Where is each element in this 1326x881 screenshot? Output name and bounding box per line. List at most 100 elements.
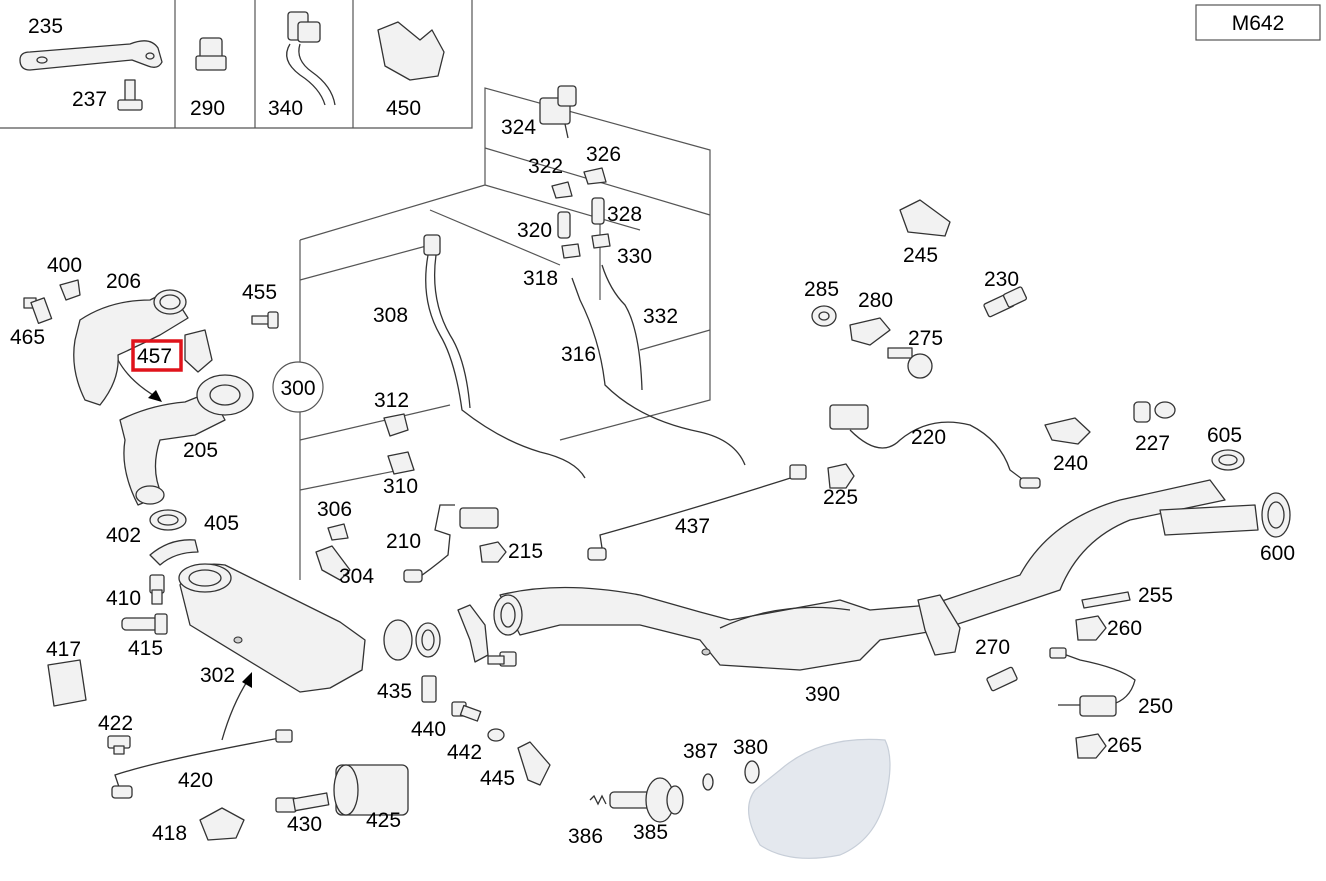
clip-418-icon[interactable]	[199, 807, 245, 841]
label-465[interactable]: 465	[10, 326, 45, 349]
sensor-220-icon[interactable]	[829, 404, 1041, 489]
bolt-440-icon[interactable]	[451, 701, 482, 722]
clamp-600-icon[interactable]	[1261, 492, 1291, 538]
clip-310-icon[interactable]	[387, 451, 415, 475]
clip-290-icon[interactable]	[195, 37, 227, 71]
label-440[interactable]: 440	[411, 718, 446, 741]
nut-285-icon[interactable]	[811, 305, 837, 327]
nut-306-icon[interactable]	[327, 523, 349, 541]
label-306[interactable]: 306	[317, 498, 352, 521]
clamp-227-icon[interactable]	[1133, 401, 1176, 423]
clamp-405-middle-icon[interactable]	[457, 604, 489, 663]
nut-215-icon[interactable]	[479, 541, 507, 563]
label-318[interactable]: 318	[523, 267, 558, 290]
clamp-318-icon[interactable]	[561, 243, 581, 259]
label-205[interactable]: 205	[183, 439, 218, 462]
bolt-237-icon[interactable]	[117, 79, 143, 111]
plate-435-icon[interactable]	[421, 675, 437, 703]
label-255[interactable]: 255	[1138, 584, 1173, 607]
label-435[interactable]: 435	[377, 680, 412, 703]
clip-280-icon[interactable]	[849, 317, 891, 346]
label-260[interactable]: 260	[1107, 617, 1142, 640]
label-285[interactable]: 285	[804, 278, 839, 301]
label-417[interactable]: 417	[46, 638, 81, 661]
label-322[interactable]: 322	[528, 155, 563, 178]
label-220[interactable]: 220	[911, 426, 946, 449]
clamp-326-icon[interactable]	[583, 167, 607, 185]
label-215[interactable]: 215	[508, 540, 543, 563]
gasket-402-middle-icon[interactable]	[383, 619, 441, 661]
label-405-left[interactable]: 405	[204, 512, 239, 535]
sensor-250-icon[interactable]	[1049, 647, 1136, 717]
label-227[interactable]: 227	[1135, 432, 1170, 455]
label-422[interactable]: 422	[98, 712, 133, 735]
gasket-402-left-icon[interactable]	[149, 509, 187, 531]
callout-300[interactable]: 300	[272, 361, 324, 413]
label-310[interactable]: 310	[383, 475, 418, 498]
label-418[interactable]: 418	[152, 822, 187, 845]
label-402-left[interactable]: 402	[106, 524, 141, 547]
label-302[interactable]: 302	[200, 664, 235, 687]
washer-442-icon[interactable]	[487, 728, 505, 742]
hose-328-icon[interactable]	[591, 197, 605, 225]
bracket-255-icon[interactable]	[1081, 591, 1131, 609]
connector-230-icon[interactable]	[983, 286, 1028, 318]
pipe-316[interactable]	[571, 277, 746, 466]
pipe-308[interactable]	[423, 234, 586, 479]
bracket-417-icon[interactable]	[47, 659, 87, 707]
label-442[interactable]: 442	[447, 741, 482, 764]
label-324[interactable]: 324	[501, 116, 536, 139]
valve-324-icon[interactable]	[539, 85, 577, 139]
hanger-bracket-390-icon[interactable]	[917, 594, 961, 656]
sensor-420-icon[interactable]	[111, 729, 293, 799]
label-390[interactable]: 390	[805, 683, 840, 706]
turbo-pipe-205[interactable]	[119, 374, 254, 506]
label-415[interactable]: 415	[128, 637, 163, 660]
bolt-410-middle-icon[interactable]	[487, 651, 517, 667]
label-280[interactable]: 280	[858, 289, 893, 312]
label-430[interactable]: 430	[287, 813, 322, 836]
label-245[interactable]: 245	[903, 244, 938, 267]
label-380[interactable]: 380	[733, 736, 768, 759]
bracket-445-icon[interactable]	[517, 741, 551, 786]
label-250[interactable]: 250	[1138, 695, 1173, 718]
label-206[interactable]: 206	[106, 270, 141, 293]
clamp-405-left-icon[interactable]	[149, 539, 199, 566]
label-240[interactable]: 240	[1053, 452, 1088, 475]
label-330[interactable]: 330	[617, 245, 652, 268]
manifold-206[interactable]	[73, 289, 189, 406]
label-385[interactable]: 385	[633, 821, 668, 844]
exhaust-pipe-390[interactable]	[493, 479, 1259, 671]
label-445[interactable]: 445	[480, 767, 515, 790]
bolt-410-left-icon[interactable]	[149, 574, 165, 605]
bolt-455-icon[interactable]	[251, 311, 279, 329]
label-230[interactable]: 230	[984, 268, 1019, 291]
label-332[interactable]: 332	[643, 305, 678, 328]
label-400[interactable]: 400	[47, 254, 82, 277]
label-304[interactable]: 304	[339, 565, 374, 588]
bracket-235-icon[interactable]	[19, 40, 163, 71]
ring-387-icon[interactable]	[702, 773, 714, 791]
label-605[interactable]: 605	[1207, 424, 1242, 447]
label-455[interactable]: 455	[242, 281, 277, 304]
heat-shield-457-icon[interactable]	[184, 329, 213, 373]
label-308[interactable]: 308	[373, 304, 408, 327]
label-410-left[interactable]: 410	[106, 587, 141, 610]
clip-312-icon[interactable]	[383, 413, 409, 437]
clip-245-icon[interactable]	[899, 199, 951, 237]
label-387[interactable]: 387	[683, 740, 718, 763]
pipe-332[interactable]	[601, 264, 643, 391]
label-457-highlighted[interactable]: 457	[137, 345, 172, 368]
particulate-filter-302[interactable]	[178, 563, 366, 693]
bolt-430-icon[interactable]	[275, 792, 330, 813]
clamp-330-icon[interactable]	[591, 233, 611, 249]
label-270[interactable]: 270	[975, 636, 1010, 659]
nut-260-icon[interactable]	[1075, 615, 1107, 641]
label-320[interactable]: 320	[517, 219, 552, 242]
spring-386-icon[interactable]	[589, 794, 607, 806]
muffler-can-425-icon[interactable]	[333, 764, 409, 816]
hose-320-icon[interactable]	[557, 211, 571, 239]
label-225[interactable]: 225	[823, 486, 858, 509]
nut-265-icon[interactable]	[1075, 733, 1107, 759]
label-600[interactable]: 600	[1260, 542, 1295, 565]
